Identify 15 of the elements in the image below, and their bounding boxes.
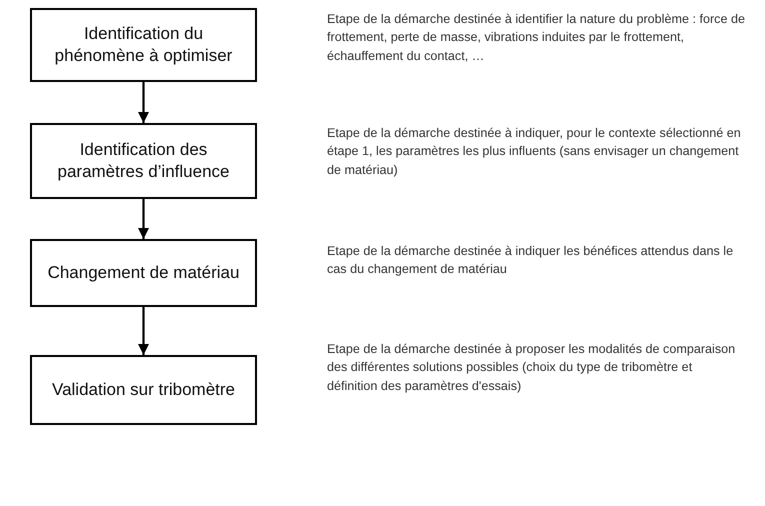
process-box	[30, 239, 257, 307]
step-title: Changement de matériau	[48, 262, 240, 284]
step-title: Validation sur tribomètre	[52, 378, 235, 401]
process-box	[30, 355, 257, 425]
process-box	[30, 123, 257, 199]
step-title: Identification du phénomène à optimiser	[54, 22, 234, 67]
process-box	[30, 8, 257, 82]
step-description: Etape de la démarche destinée à indiquer, pour le contexte sélectionné en étape 1, les paramètres les plus influents (sans envisager un changement de matériau)	[327, 125, 742, 179]
step-description: Etape de la démarche destinée à proposer les modalités de comparaison des différentes solutions possibles (choix du type de tribomètre et définition des paramètres d'essais)	[327, 341, 736, 395]
step-description: Etape de la démarche destinée à indiquer les bénéfices attendus dans le cas du changement de matériau	[327, 243, 734, 278]
step-description: Etape de la démarche destinée à identifier la nature du problème : force de frottement, perte de masse, vibrations induites par le frottement, échauffement du contact, …	[327, 11, 745, 64]
arrow	[138, 82, 149, 123]
step-title: Identification des paramètres d’influence	[56, 138, 230, 183]
arrow	[138, 307, 149, 355]
arrow	[138, 199, 149, 239]
